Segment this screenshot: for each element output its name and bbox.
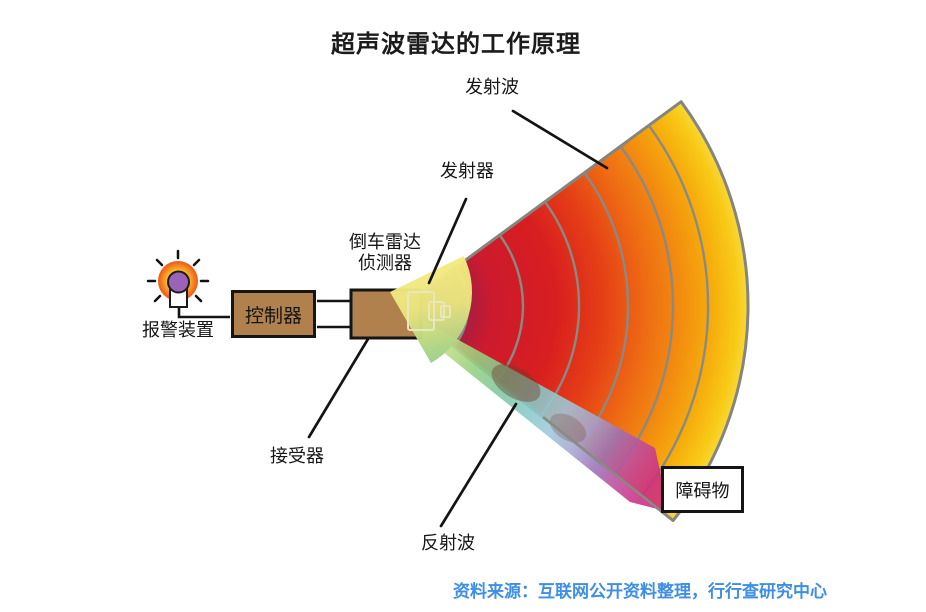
beam-overlap-shadow xyxy=(491,364,541,402)
source-attribution: 资料来源：互联网公开资料整理，行行查研究中心 xyxy=(453,582,827,601)
controller-detector-wires xyxy=(317,299,350,329)
beam-overlap-shadow-2 xyxy=(549,413,587,443)
label-transmit-wave: 发射波 xyxy=(465,77,519,97)
label-controller: 控制器 xyxy=(244,305,302,327)
transmit-wave-pointer xyxy=(511,109,609,170)
sensor-outline-icon xyxy=(407,291,451,331)
transmitter-pointer xyxy=(427,197,468,285)
fan-lower-edge xyxy=(542,415,672,521)
label-alarm-device: 报警装置 xyxy=(142,320,214,340)
label-detector: 倒车雷达 侦测器 xyxy=(349,232,421,274)
obstacle-box: 障碍物 xyxy=(661,466,744,513)
controller-box: 控制器 xyxy=(231,290,316,338)
label-transmitter: 发射器 xyxy=(440,161,494,181)
label-receiver: 接受器 xyxy=(270,446,324,466)
label-obstacle: 障碍物 xyxy=(675,480,730,501)
page-title: 超声波雷达的工作原理 xyxy=(331,31,581,58)
alarm-lamp-icon xyxy=(146,249,210,308)
label-detector-line1: 倒车雷达 xyxy=(349,232,421,252)
label-detector-line2: 侦测器 xyxy=(358,253,412,273)
label-reflected-wave: 反射波 xyxy=(421,533,475,553)
reflected-wave-pointer xyxy=(439,402,518,528)
transmit-wedge xyxy=(390,256,473,363)
receiver-pointer xyxy=(307,337,370,439)
reflected-beam-strip xyxy=(397,310,669,512)
pointer-lines xyxy=(307,109,609,528)
